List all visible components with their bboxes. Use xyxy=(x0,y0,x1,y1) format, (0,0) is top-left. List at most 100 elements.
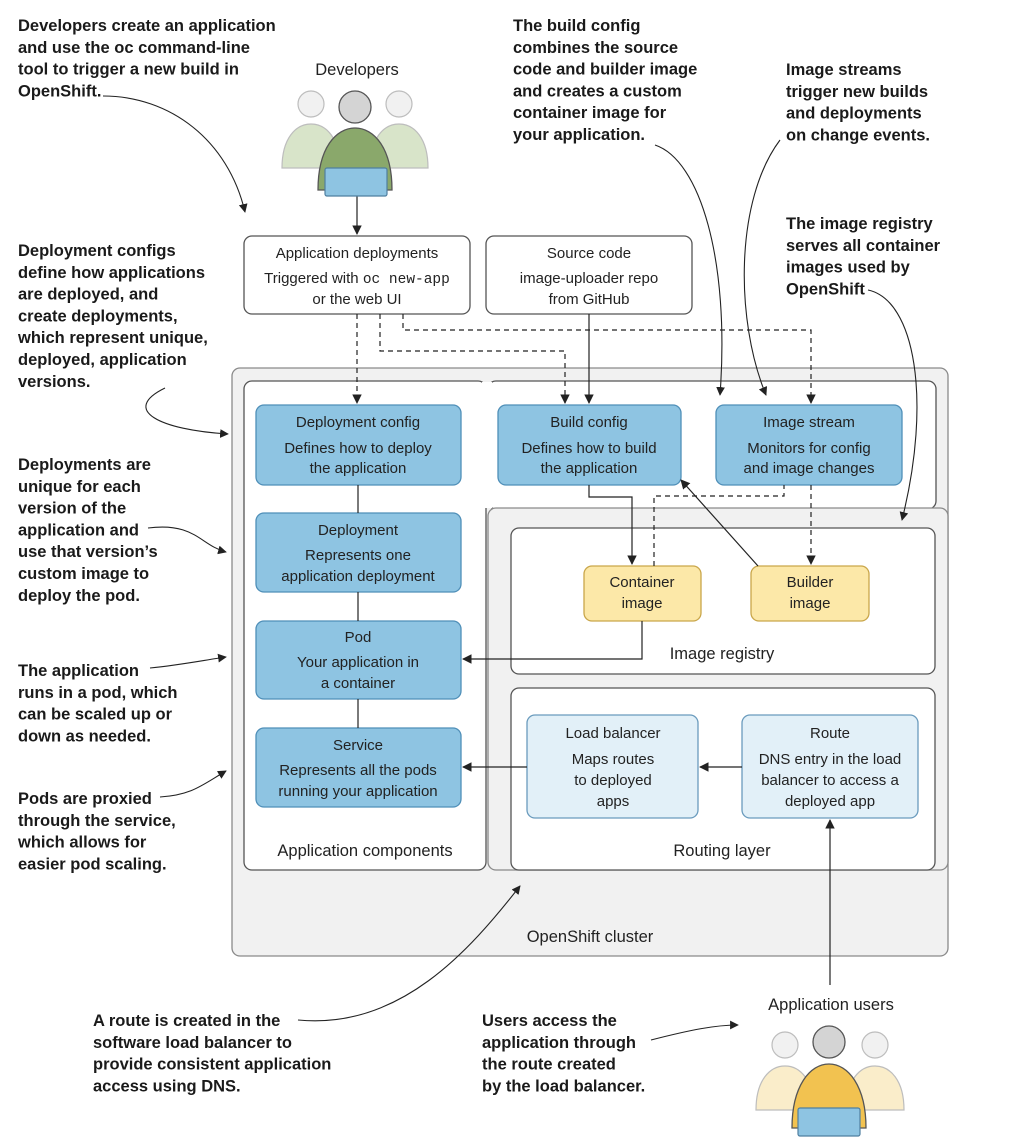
annotation-line: combines the source xyxy=(513,39,678,57)
load-balancer-title: Load balancer xyxy=(565,725,660,742)
annotation-line: through the service, xyxy=(18,812,176,830)
image-stream-dashed-arrow xyxy=(402,314,816,404)
application-deployments-title: Application deployments xyxy=(276,245,439,262)
annotation-line: runs in a pod, which xyxy=(18,684,178,702)
annotation-line: Pods are proxied xyxy=(18,790,152,808)
developers-icon xyxy=(281,90,429,197)
route-note: A route is created in the software load b… xyxy=(93,1012,331,1095)
annotation-line: software load balancer to xyxy=(93,1034,292,1052)
callout-deployments xyxy=(147,526,227,555)
callout-curves xyxy=(102,95,918,1041)
deployment-config-box: Deployment config Defines how to deploy … xyxy=(255,404,462,486)
pod-note: The application runs in a pod, which can b… xyxy=(18,662,178,745)
annotation-line: are deployed, and xyxy=(18,286,158,304)
image-stream-title: Image stream xyxy=(763,414,855,431)
annotation-line: Deployments are xyxy=(18,456,151,474)
pod-title: Pod xyxy=(345,629,372,646)
application-deployments-line1: Triggered with oc new-app xyxy=(264,270,450,288)
annotation-line: by the load balancer. xyxy=(482,1077,645,1095)
container-stream-dashed xyxy=(653,485,785,566)
pod-line: a container xyxy=(321,675,395,692)
deployment-title: Deployment xyxy=(318,522,399,539)
annotation-line: access using DNS. xyxy=(93,1077,241,1095)
route-line: deployed app xyxy=(785,793,875,810)
image-stream-line: Monitors for config xyxy=(747,440,870,457)
annotation-line: version of the xyxy=(18,500,126,518)
route-line: DNS entry in the load xyxy=(759,751,902,768)
load-balancer-line: to deployed xyxy=(574,772,652,789)
build-config-line: the application xyxy=(541,460,638,477)
callout-deployment-configs xyxy=(145,387,229,438)
container-image-box: Container image xyxy=(583,565,702,622)
route-line: balancer to access a xyxy=(761,772,899,789)
annotation-line: images used by xyxy=(786,259,911,277)
deployment-line: application deployment xyxy=(281,568,435,585)
annotation-line: tool to trigger a new build in xyxy=(18,61,239,79)
annotation-line: OpenShift. xyxy=(18,82,101,100)
routing-layer-label: Routing layer xyxy=(673,842,771,860)
annotation-line: Deployment configs xyxy=(18,242,176,260)
build-config-dashed-arrow xyxy=(379,314,570,404)
image-registry-region xyxy=(510,527,936,675)
builder-build-arrow xyxy=(680,479,759,567)
callout-route xyxy=(297,885,521,1022)
annotation-line: which represent unique, xyxy=(17,329,208,347)
annotation-line: OpenShift xyxy=(786,280,865,298)
service-title: Service xyxy=(333,737,383,754)
application-components-label: Application components xyxy=(277,842,452,860)
image-registry-label: Image registry xyxy=(670,645,775,663)
annotation-line: The application xyxy=(18,662,139,680)
annotation-line: custom image to xyxy=(18,565,149,583)
build-config-title: Build config xyxy=(550,414,628,431)
builder-image-line: Builder xyxy=(787,574,834,591)
callout-image-registry xyxy=(867,289,918,521)
route-box: Route DNS entry in the load balancer to … xyxy=(741,714,919,819)
image-stream-box: Image stream Monitors for config and ima… xyxy=(715,404,903,486)
annotation-line: versions. xyxy=(18,373,90,391)
callout-service xyxy=(159,770,227,798)
source-code-line2: from GitHub xyxy=(549,291,630,308)
annotation-line: A route is created in the xyxy=(93,1012,280,1030)
annotation-line: on change events. xyxy=(786,126,930,144)
annotation-line: Image streams xyxy=(786,61,902,79)
source-code-title: Source code xyxy=(547,245,631,262)
annotation-line: deployed, application xyxy=(18,351,187,369)
annotation-line: your application. xyxy=(513,126,645,144)
callout-build-config xyxy=(654,144,725,396)
callout-developers xyxy=(102,95,248,213)
builder-image-box: Builder image xyxy=(750,565,870,622)
service-line: running your application xyxy=(278,783,437,800)
annotation-line: code and builder image xyxy=(513,61,697,79)
openshift-cluster-label: OpenShift cluster xyxy=(527,928,654,946)
deployment-box: Deployment Represents one application de… xyxy=(255,512,462,593)
pod-line: Your application in xyxy=(297,654,419,671)
connectors xyxy=(352,196,835,985)
deployment-line: Represents one xyxy=(305,547,411,564)
build-config-box: Build config Defines how to build the ap… xyxy=(497,404,682,486)
annotation-line: Users access the xyxy=(482,1012,617,1030)
application-users-label: Application users xyxy=(768,996,894,1014)
annotation-line: provide consistent application xyxy=(93,1056,331,1074)
route-title: Route xyxy=(810,725,850,742)
build-config-line: Defines how to build xyxy=(521,440,656,457)
callout-users xyxy=(650,1020,739,1041)
annotation-line: the route created xyxy=(482,1056,616,1074)
annotation-line: can be scaled up or xyxy=(18,706,173,724)
application-users-icon xyxy=(755,1025,905,1137)
pod-box: Pod Your application in a container xyxy=(255,620,462,700)
deployment-config-line: Defines how to deploy xyxy=(284,440,432,457)
load-balancer-box: Load balancer Maps routes to deployed ap… xyxy=(526,714,699,819)
developers-label: Developers xyxy=(315,61,398,79)
builder-image-line: image xyxy=(790,595,831,612)
image-stream-line: and image changes xyxy=(744,460,875,477)
annotation-line: and use the oc command-line xyxy=(18,39,250,57)
region-join xyxy=(482,382,492,508)
